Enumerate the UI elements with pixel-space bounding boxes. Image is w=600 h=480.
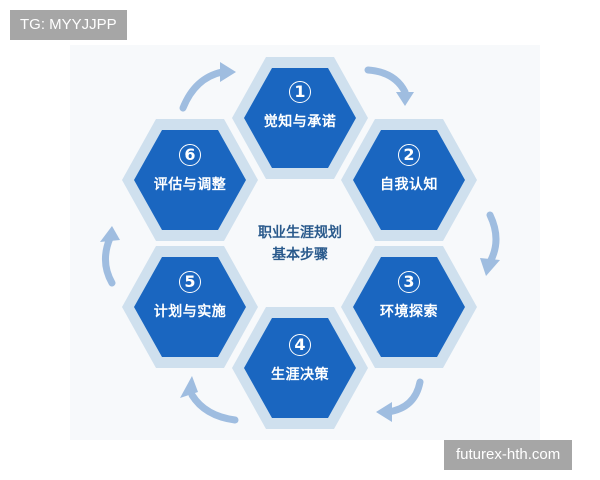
center-title-line1: 职业生涯规划 bbox=[258, 225, 342, 241]
watermark-top-left: TG: MYYJJPP bbox=[10, 10, 127, 40]
step-label: 生涯决策 bbox=[271, 367, 329, 383]
step-3: 3 环境探索 bbox=[349, 271, 469, 321]
step-1: 1 觉知与承诺 bbox=[240, 81, 360, 131]
step-5: 5 计划与实施 bbox=[130, 271, 250, 321]
step-number: 4 bbox=[289, 334, 311, 356]
step-label: 评估与调整 bbox=[153, 177, 227, 193]
step-label: 环境探索 bbox=[380, 304, 438, 320]
step-label: 计划与实施 bbox=[153, 304, 227, 320]
step-4: 4 生涯决策 bbox=[240, 334, 360, 384]
step-number: 5 bbox=[179, 271, 201, 293]
step-number: 3 bbox=[398, 271, 420, 293]
center-title-line2: 基本步骤 bbox=[272, 247, 328, 263]
step-number: 6 bbox=[179, 144, 201, 166]
step-number: 2 bbox=[398, 144, 420, 166]
step-label: 觉知与承诺 bbox=[263, 114, 337, 130]
step-6: 6 评估与调整 bbox=[130, 144, 250, 194]
step-2: 2 自我认知 bbox=[349, 144, 469, 194]
step-number: 1 bbox=[289, 81, 311, 103]
center-title: 职业生涯规划 基本步骤 bbox=[230, 222, 370, 266]
step-label: 自我认知 bbox=[380, 177, 438, 193]
watermark-bottom-right: futurex-hth.com bbox=[444, 440, 573, 470]
